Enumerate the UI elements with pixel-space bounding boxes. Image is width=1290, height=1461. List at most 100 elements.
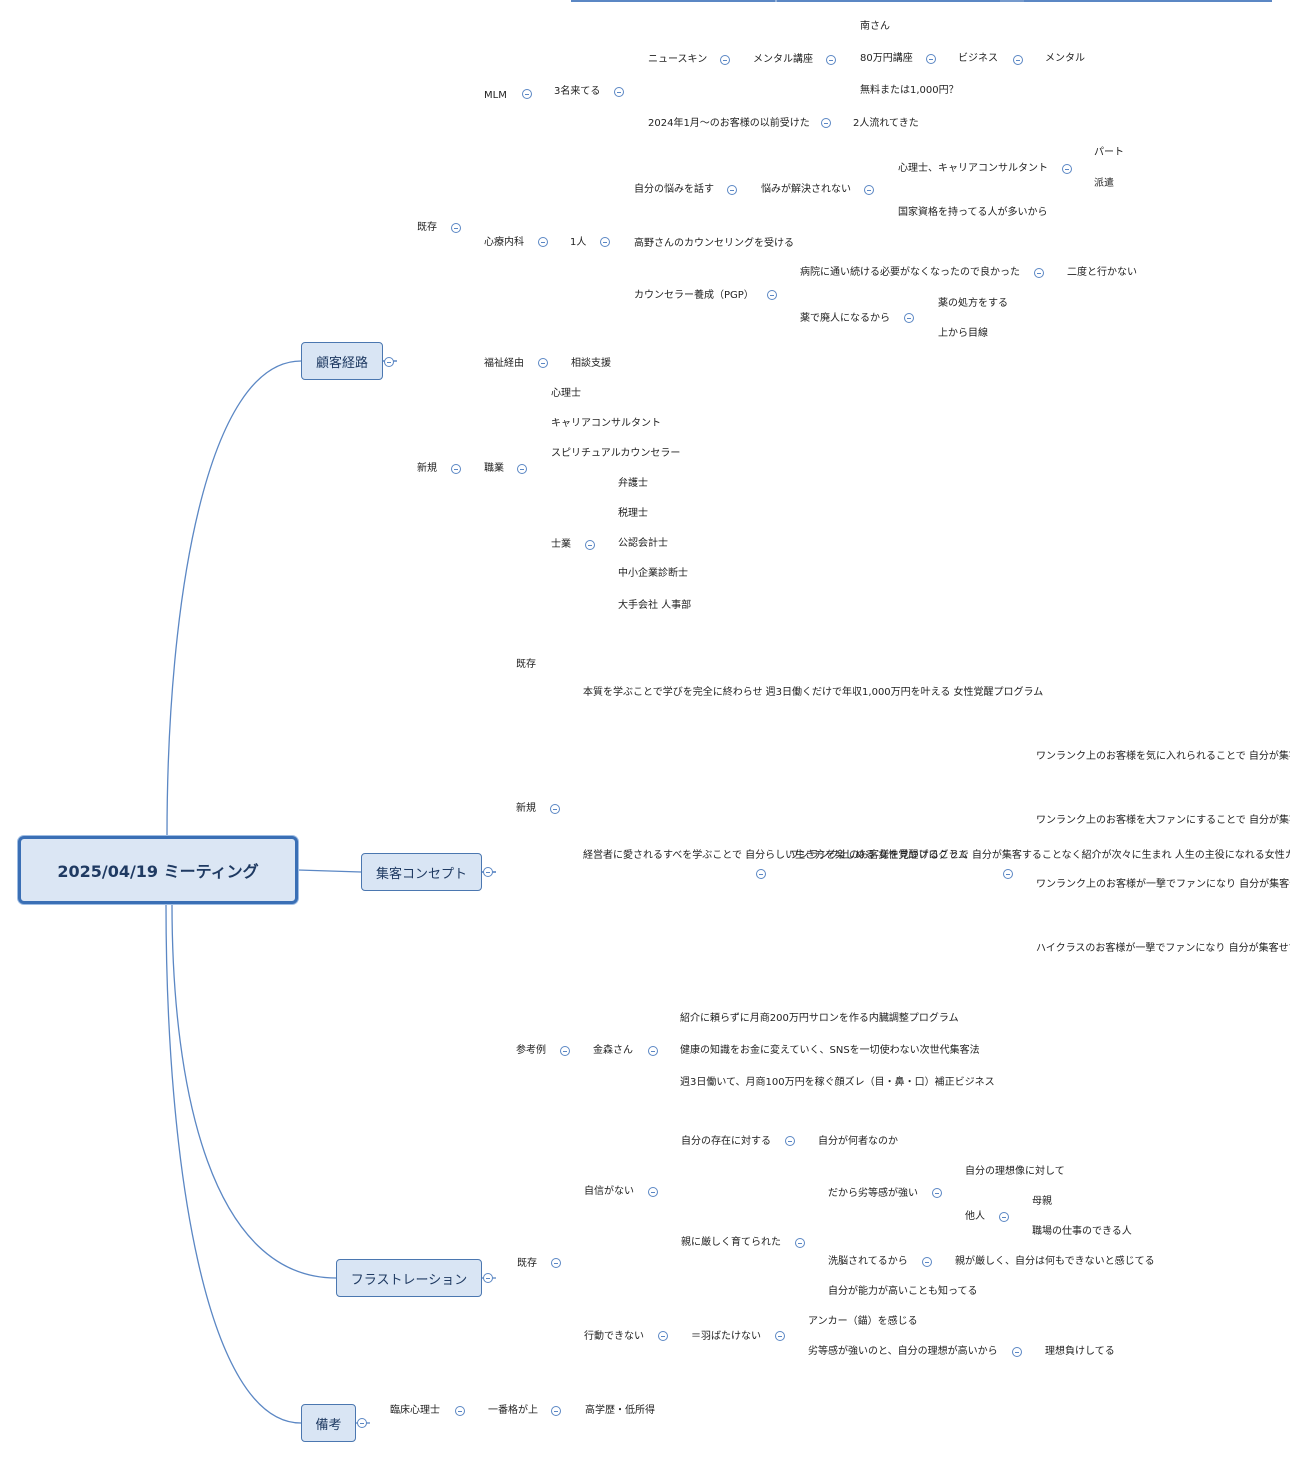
collapse-toggle-icon[interactable]: [483, 867, 493, 877]
topic-f-rettou2[interactable]: 劣等感が強いのと、自分の理想が高いから: [808, 1346, 998, 1357]
collapse-toggle-icon[interactable]: [1062, 164, 1072, 174]
topic-n-uekara[interactable]: 上から目線: [938, 328, 988, 339]
topic-n-mental[interactable]: メンタル: [1045, 53, 1085, 64]
collapse-toggle-icon[interactable]: [864, 185, 874, 195]
collapse-toggle-icon[interactable]: [767, 290, 777, 300]
root-topic[interactable]: 2025/04/19 ミーティング: [18, 836, 298, 904]
topic-s-onerank[interactable]: ワンランク上のお客様を見つけることで 自分が集客することなく紹介が次々に生まれ …: [789, 850, 1290, 861]
collapse-toggle-icon[interactable]: [826, 55, 836, 65]
topic-n-2nin[interactable]: 2人流れてきた: [853, 118, 919, 129]
topic-n-muryo[interactable]: 無料または1,000円？: [860, 85, 959, 96]
collapse-toggle-icon[interactable]: [455, 1406, 465, 1416]
branch-kokyaku[interactable]: 顧客経路: [301, 342, 383, 380]
collapse-toggle-icon[interactable]: [821, 118, 831, 128]
topic-s-sankorei[interactable]: 参考例: [516, 1045, 546, 1056]
topic-n-kokka[interactable]: 国家資格を持ってる人が多いから: [898, 207, 1048, 218]
collapse-toggle-icon[interactable]: [1034, 268, 1044, 278]
topic-n-career[interactable]: キャリアコンサルタント: [551, 418, 661, 429]
branch-shukyaku[interactable]: 集客コンセプト: [361, 853, 482, 891]
collapse-toggle-icon[interactable]: [538, 237, 548, 247]
topic-s-c2[interactable]: ワンランク上のお客様を大ファンにすることで 自分が集客せずともVIP顧客の紹介が…: [1036, 815, 1290, 826]
collapse-toggle-icon[interactable]: [727, 185, 737, 195]
topic-f-kodo[interactable]: 行動できない: [584, 1331, 644, 1342]
topic-s-c4[interactable]: ハイクラスのお客様が一撃でファンになり 自分が集客せずともVIP顧客の紹介が次々…: [1036, 943, 1290, 954]
collapse-toggle-icon[interactable]: [357, 1418, 367, 1428]
topic-n-2024[interactable]: 2024年1月〜のお客様の以前受けた: [648, 118, 810, 129]
topic-s-honshitsu[interactable]: 本質を学ぶことで学びを完全に終わらせ 週3日働くだけで年収1,000万円を叶える…: [583, 687, 1044, 698]
topic-n-haijin[interactable]: 薬で廃人になるから: [800, 313, 890, 324]
collapse-toggle-icon[interactable]: [1003, 869, 1013, 879]
branch-frust[interactable]: フラストレーション: [336, 1259, 482, 1297]
collapse-toggle-icon[interactable]: [560, 1046, 570, 1056]
collapse-toggle-icon[interactable]: [384, 357, 394, 367]
topic-s-r2[interactable]: 健康の知識をお金に変えていく、SNSを一切使わない次世代集客法: [680, 1045, 980, 1056]
topic-n-shoho[interactable]: 薬の処方をする: [938, 298, 1008, 309]
topic-n-fukushi[interactable]: 福祉経由: [484, 358, 524, 369]
topic-f-hahaoya[interactable]: 母親: [1032, 1196, 1052, 1207]
topic-n-byoin[interactable]: 病院に通い続ける必要がなくなったので良かった: [800, 267, 1020, 278]
topic-b-gakureki[interactable]: 高学歴・低所得: [585, 1405, 655, 1416]
collapse-toggle-icon[interactable]: [538, 358, 548, 368]
topic-n-1nin[interactable]: 1人: [570, 237, 587, 248]
topic-n-shinrishi-cc[interactable]: 心理士、キャリアコンサルタント: [898, 163, 1048, 174]
collapse-toggle-icon[interactable]: [648, 1187, 658, 1197]
collapse-toggle-icon[interactable]: [451, 464, 461, 474]
topic-f-kibishiku[interactable]: 親に厳しく育てられた: [681, 1237, 781, 1248]
collapse-toggle-icon[interactable]: [1012, 1347, 1022, 1357]
collapse-toggle-icon[interactable]: [483, 1273, 493, 1283]
collapse-toggle-icon[interactable]: [551, 1258, 561, 1268]
topic-n-bengoshi[interactable]: 弁護士: [618, 478, 648, 489]
collapse-toggle-icon[interactable]: [1013, 55, 1023, 65]
topic-n-minami[interactable]: 南さん: [860, 21, 890, 32]
topic-s-r1[interactable]: 紹介に頼らずに月商200万円サロンを作る内臓調整プログラム: [680, 1013, 959, 1024]
topic-f-kison[interactable]: 既存: [517, 1258, 537, 1269]
topic-s-r3[interactable]: 週3日働いて、月商100万円を稼ぐ顔ズレ（目・鼻・口）補正ビジネス: [680, 1077, 995, 1088]
topic-b-rinsho[interactable]: 臨床心理士: [390, 1405, 440, 1416]
topic-n-shigyo[interactable]: 士業: [551, 539, 571, 550]
topic-f-habatake[interactable]: ＝羽ばたけない: [691, 1331, 761, 1342]
topic-n-shinrishi[interactable]: 心理士: [551, 388, 581, 399]
topic-n-kaiketsu[interactable]: 悩みが解決されない: [761, 184, 851, 195]
topic-f-riso[interactable]: 自分の理想像に対して: [965, 1166, 1065, 1177]
topic-n-3mei[interactable]: 3名来てる: [554, 86, 601, 97]
topic-n-mental-koza[interactable]: メンタル講座: [753, 54, 813, 65]
topic-n-newskin[interactable]: ニュースキン: [648, 54, 708, 65]
topic-n-sodan[interactable]: 相談支援: [571, 358, 611, 369]
collapse-toggle-icon[interactable]: [600, 237, 610, 247]
topic-f-noryoku[interactable]: 自分が能力が高いことも知ってる: [828, 1286, 978, 1297]
branch-biko[interactable]: 備考: [301, 1404, 356, 1442]
topic-f-risomake[interactable]: 理想負けしてる: [1045, 1346, 1115, 1357]
collapse-toggle-icon[interactable]: [775, 1331, 785, 1341]
collapse-toggle-icon[interactable]: [904, 313, 914, 323]
topic-n-nido[interactable]: 二度と行かない: [1067, 267, 1137, 278]
topic-n-shokugyo[interactable]: 職業: [484, 463, 504, 474]
topic-n-shinryo[interactable]: 心療内科: [484, 237, 524, 248]
topic-n-zeirishi[interactable]: 税理士: [618, 508, 648, 519]
topic-f-nanisha[interactable]: 自分が何者なのか: [818, 1136, 898, 1147]
topic-n-shindanshi[interactable]: 中小企業診断士: [618, 568, 688, 579]
collapse-toggle-icon[interactable]: [720, 55, 730, 65]
collapse-toggle-icon[interactable]: [658, 1331, 668, 1341]
topic-n-shinki[interactable]: 新規: [417, 463, 437, 474]
topic-n-haken[interactable]: 派遣: [1094, 178, 1114, 189]
topic-f-sennou[interactable]: 洗脳されてるから: [828, 1256, 908, 1267]
collapse-toggle-icon[interactable]: [550, 804, 560, 814]
topic-s-keieisha[interactable]: 経営者に愛されるすべを学ぶことで 自分らしい生き方を楽しめる 女性覚醒プログラム: [583, 850, 969, 861]
collapse-toggle-icon[interactable]: [999, 1212, 1009, 1222]
topic-f-tanin[interactable]: 他人: [965, 1211, 985, 1222]
topic-n-spiritual[interactable]: スピリチュアルカウンセラー: [551, 448, 681, 459]
topic-b-ichiban[interactable]: 一番格が上: [488, 1405, 538, 1416]
topic-f-anchor[interactable]: アンカー（錨）を感じる: [808, 1316, 918, 1327]
collapse-toggle-icon[interactable]: [785, 1136, 795, 1146]
topic-s-c1[interactable]: ワンランク上のお客様を気に入れられることで 自分が集客せずともVIP顧客の紹介が…: [1036, 751, 1290, 762]
collapse-toggle-icon[interactable]: [756, 869, 766, 879]
collapse-toggle-icon[interactable]: [522, 89, 532, 99]
topic-f-shokuba[interactable]: 職場の仕事のできる人: [1032, 1226, 1132, 1237]
topic-f-jishin[interactable]: 自信がない: [584, 1186, 634, 1197]
topic-f-sonzai[interactable]: 自分の存在に対する: [681, 1136, 771, 1147]
collapse-toggle-icon[interactable]: [614, 87, 624, 97]
collapse-toggle-icon[interactable]: [585, 540, 595, 550]
topic-f-rettou[interactable]: だから劣等感が強い: [828, 1188, 918, 1199]
topic-s-c3[interactable]: ワンランク上のお客様が一撃でファンになり 自分が集客せずともVIP顧客の紹介の渦…: [1036, 879, 1290, 890]
collapse-toggle-icon[interactable]: [451, 223, 461, 233]
